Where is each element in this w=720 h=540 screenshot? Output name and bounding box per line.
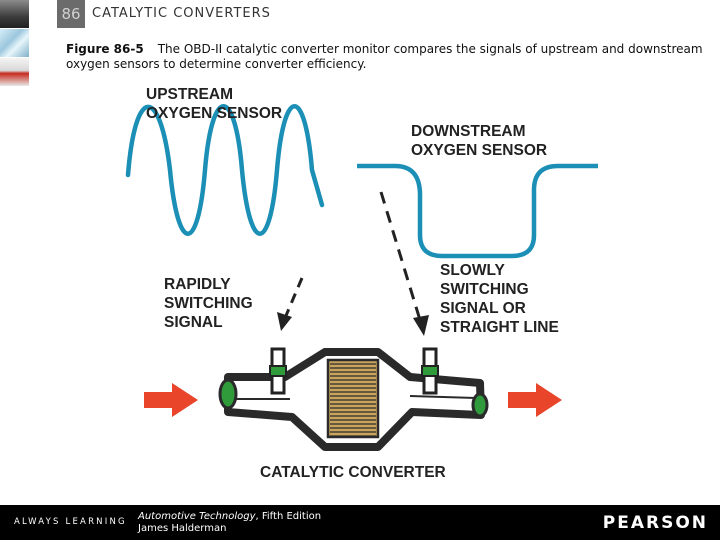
downstream-oxygen-sensor	[421, 347, 439, 395]
caption-text: The OBD-II catalytic converter monitor c…	[66, 42, 703, 71]
figure-label: Figure 86-5	[66, 42, 144, 56]
red-car-thumbnail-image	[0, 58, 29, 87]
outlet-flow-arrow	[508, 383, 562, 417]
book-info: Automotive Technology, Fifth Edition Jam…	[138, 511, 321, 535]
catalytic-converter-label: CATALYTIC CONVERTER	[260, 464, 446, 481]
slow-switching-label: SLOWLY SWITCHING SIGNAL OR STRAIGHT LINE	[440, 262, 559, 336]
upstream-sine-wave	[125, 104, 325, 236]
outlet-pipe-opening	[471, 392, 489, 418]
publisher-logo: PEARSON	[602, 513, 708, 533]
book-author: James Halderman	[138, 523, 227, 534]
substrate-cells	[330, 363, 376, 437]
upstream-oxygen-sensor	[269, 347, 287, 395]
upstream-label: UPSTREAM OXYGEN SENSOR	[146, 86, 282, 122]
inlet-pipe-opening	[218, 378, 238, 410]
car-thumbnail-image	[0, 0, 29, 29]
downstream-arrowhead	[413, 315, 429, 336]
book-title: Automotive Technology	[138, 511, 256, 522]
header-bar: 86 CATALYTIC CONVERTERS	[0, 0, 720, 87]
rapid-switching-label: RAPIDLY SWITCHING SIGNAL	[164, 276, 257, 331]
footer-tagline: ALWAYS LEARNING	[14, 517, 127, 527]
inlet-flow-arrow	[144, 383, 198, 417]
downstream-dashed-arrow	[379, 191, 422, 321]
upstream-dashed-arrow	[283, 277, 304, 319]
downstream-signal-waveform	[357, 163, 598, 259]
upstream-arrowhead	[277, 312, 292, 331]
chapter-title: CATALYTIC CONVERTERS	[92, 6, 271, 21]
chapter-number: 86	[57, 0, 85, 28]
crystal-thumbnail-image	[0, 29, 29, 58]
downstream-label: DOWNSTREAM OXYGEN SENSOR	[411, 123, 547, 159]
footer-bar: ALWAYS LEARNING Automotive Technology, F…	[0, 505, 720, 540]
outlet-pipe-inner	[409, 395, 477, 399]
book-edition: , Fifth Edition	[255, 511, 322, 522]
